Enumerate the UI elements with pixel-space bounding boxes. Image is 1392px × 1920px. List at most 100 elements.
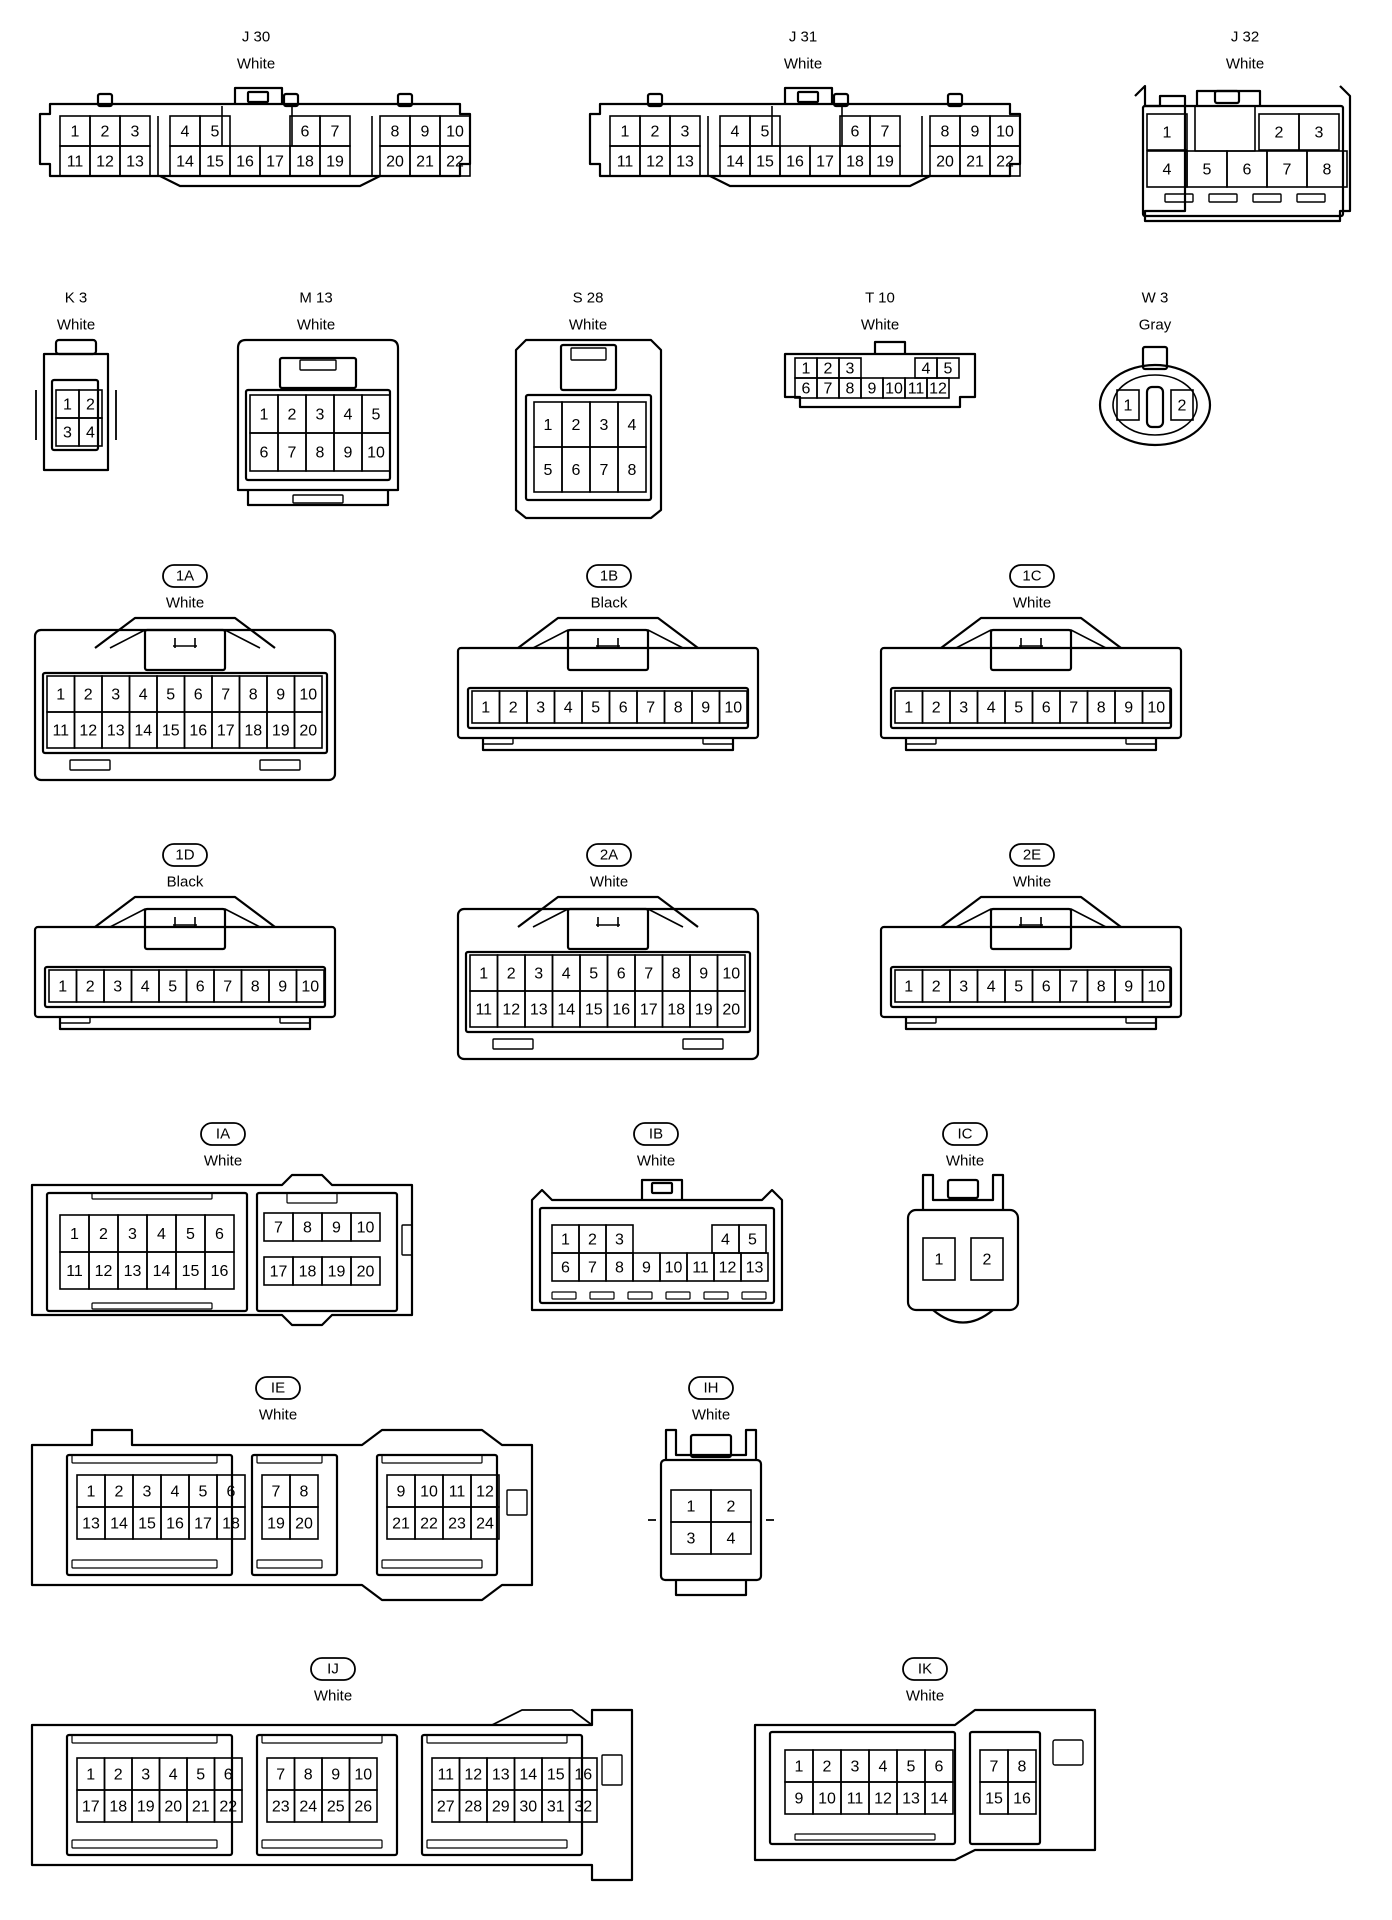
pin-number: 3 — [63, 425, 72, 442]
pin-number: 19 — [876, 154, 894, 171]
side-rib — [35, 390, 117, 440]
pin-number: 11 — [692, 1260, 709, 1277]
pin-cell — [361, 432, 391, 472]
pin-number: 5 — [168, 979, 177, 996]
pin-cell — [295, 969, 325, 1003]
pin-number: 8 — [941, 124, 950, 141]
pin-number: 10 — [354, 1767, 372, 1784]
pin-number: 3 — [316, 407, 325, 424]
pin-number: 8 — [1323, 162, 1332, 179]
pin-number: 6 — [301, 124, 310, 141]
pin-number: 2 — [86, 979, 95, 996]
pin-number: 13 — [492, 1767, 510, 1784]
pin-cell — [922, 1237, 956, 1281]
housing-part — [906, 1208, 1020, 1312]
pin-number: 3 — [536, 700, 545, 717]
connector-id: S 28 — [573, 290, 604, 307]
pin-number: 10 — [420, 1484, 438, 1501]
pin-number: 12 — [646, 154, 664, 171]
pin-number: 12 — [464, 1767, 482, 1784]
latch — [566, 628, 650, 672]
pin-number: 9 — [868, 381, 877, 398]
pin-number: 6 — [561, 1260, 570, 1277]
pin-number: 5 — [1014, 979, 1023, 996]
pin-number: 4 — [169, 1767, 178, 1784]
housing-outline — [30, 1708, 634, 1882]
connector-id: J 31 — [789, 29, 817, 46]
connector-color: Black — [591, 595, 628, 612]
slot — [292, 494, 344, 504]
pin-number: 6 — [194, 687, 203, 704]
divider — [1194, 106, 1256, 152]
connector-id-badge — [162, 843, 208, 867]
side-tab — [601, 1754, 623, 1786]
connector-color: White — [1013, 595, 1051, 612]
housing-outline — [514, 338, 663, 520]
connector-id: IB — [649, 1126, 663, 1143]
pin-number: 7 — [600, 462, 609, 479]
pin-number: 12 — [719, 1260, 737, 1277]
pin-number: 7 — [274, 1220, 283, 1237]
pin-number: 20 — [164, 1799, 182, 1816]
pin-number: 6 — [851, 124, 860, 141]
terminal-slot — [589, 1291, 615, 1300]
connector-id: 1A — [176, 568, 194, 585]
terminal-slot — [627, 1291, 653, 1300]
pin-number: 12 — [929, 381, 947, 398]
pin-number: 6 — [1042, 979, 1051, 996]
key — [1145, 385, 1165, 429]
housing-part — [420, 1733, 584, 1857]
housing-part — [456, 907, 760, 1061]
housing-outline — [491, 1709, 593, 1726]
pin-number: 3 — [687, 1531, 696, 1548]
pin-number: 13 — [676, 154, 694, 171]
pin-cell — [740, 1252, 769, 1282]
pin-number: 1 — [479, 966, 488, 983]
housing-outline — [783, 352, 977, 409]
pin-number: 15 — [756, 154, 774, 171]
pin-number: 20 — [299, 723, 317, 740]
pin-number: 3 — [959, 700, 968, 717]
pin-number: 16 — [612, 1002, 630, 1019]
pin-number: 5 — [1203, 162, 1212, 179]
pin-number: 17 — [270, 1264, 288, 1281]
pin-number: 5 — [166, 687, 175, 704]
slot — [492, 1038, 534, 1050]
pin-number: 14 — [176, 154, 194, 171]
pin-number: 18 — [222, 1516, 240, 1533]
connector-id: 1C — [1022, 568, 1041, 585]
connector-id-badge — [310, 1657, 356, 1681]
pin-number: 4 — [731, 124, 740, 141]
pin-number: 7 — [881, 124, 890, 141]
pin-number: 5 — [544, 462, 553, 479]
slot — [71, 1839, 218, 1849]
pin-number: 2 — [932, 700, 941, 717]
connector-id: IC — [958, 1126, 973, 1143]
pin-number: 17 — [82, 1799, 100, 1816]
housing-outline — [530, 1188, 784, 1312]
housing-outline — [664, 1428, 758, 1460]
connector-id-badge — [586, 843, 632, 867]
pin-number: 18 — [109, 1799, 127, 1816]
pin-number: 7 — [824, 381, 833, 398]
terminal-slot — [1208, 193, 1238, 203]
pin-number: 3 — [959, 979, 968, 996]
pin-number: 14 — [557, 1002, 575, 1019]
pin-cell — [989, 145, 1021, 177]
pin-number: 7 — [990, 1759, 999, 1776]
pin-cell — [293, 711, 323, 749]
housing-outline — [38, 102, 472, 178]
pin-number: 14 — [110, 1516, 128, 1533]
connector-color: White — [204, 1153, 242, 1170]
slot — [682, 1038, 724, 1050]
pin-number: 5 — [944, 361, 953, 378]
slot — [381, 1454, 483, 1464]
pin-number: 2 — [86, 397, 95, 414]
connector-color: White — [1013, 874, 1051, 891]
